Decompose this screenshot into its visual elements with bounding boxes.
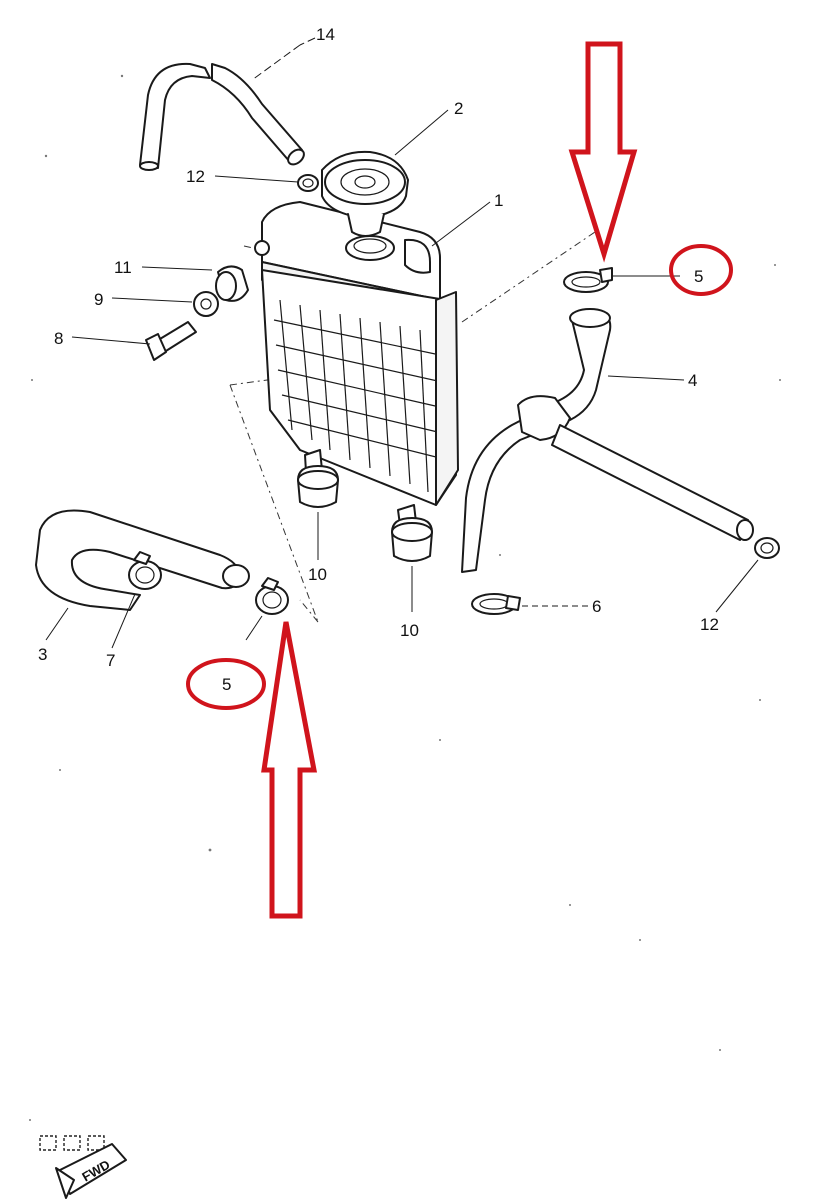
clamp-6 (471, 593, 521, 615)
highlight-arrow-up (261, 621, 318, 919)
assembly-guide-lines (229, 229, 599, 623)
clamp-12-right (754, 537, 780, 559)
background-specks (29, 74, 781, 1121)
upper-right-hose (461, 308, 754, 573)
clamp-5-right (563, 267, 613, 293)
highlight-annotations (186, 41, 733, 919)
callout-5-left: 5 (222, 675, 231, 694)
grommets (297, 465, 433, 562)
callout-labels: 1 2 3 4 5 5 6 7 8 9 10 10 11 12 12 14 (38, 25, 719, 694)
callout-3: 3 (38, 645, 47, 664)
callout-1: 1 (494, 191, 503, 210)
callout-11: 11 (114, 258, 132, 277)
highlight-circle-right (669, 244, 733, 296)
callout-12-top: 12 (186, 167, 205, 186)
clamp-top (297, 174, 319, 192)
callout-9: 9 (94, 290, 103, 309)
callout-10-left: 10 (308, 565, 327, 584)
callout-6: 6 (592, 597, 601, 616)
callout-7: 7 (106, 651, 115, 670)
radiator-core (254, 201, 459, 526)
callout-5-right: 5 (694, 267, 703, 286)
overflow-hose (139, 62, 305, 171)
leader-lines (45, 37, 759, 649)
clamp-5-left (255, 577, 289, 615)
mount-hardware (145, 265, 249, 361)
highlight-arrow-down (568, 41, 638, 263)
callout-10-right: 10 (400, 621, 419, 640)
highlight-circle-left (186, 658, 266, 710)
callout-12-right: 12 (700, 615, 719, 634)
callout-14: 14 (316, 25, 335, 44)
callout-2: 2 (454, 99, 463, 118)
clamp-7 (128, 551, 162, 590)
radiator-cap (321, 150, 409, 237)
callout-8: 8 (54, 329, 63, 348)
fwd-direction-badge: FWD (39, 1135, 127, 1199)
callout-4: 4 (688, 371, 697, 390)
